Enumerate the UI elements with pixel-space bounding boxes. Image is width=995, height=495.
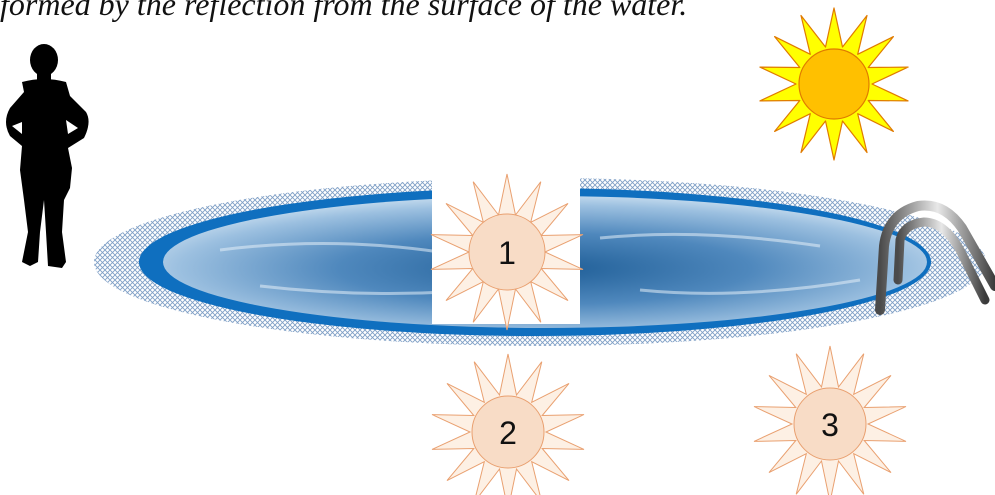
image-3-label: 3 <box>821 407 839 443</box>
sun-image-3: 3 <box>754 346 906 495</box>
image-1-label: 1 <box>498 235 516 271</box>
person-silhouette-icon <box>6 44 89 268</box>
image-2-label: 2 <box>499 415 517 451</box>
sun-image-2: 2 <box>432 354 584 495</box>
sun-icon <box>760 8 908 160</box>
